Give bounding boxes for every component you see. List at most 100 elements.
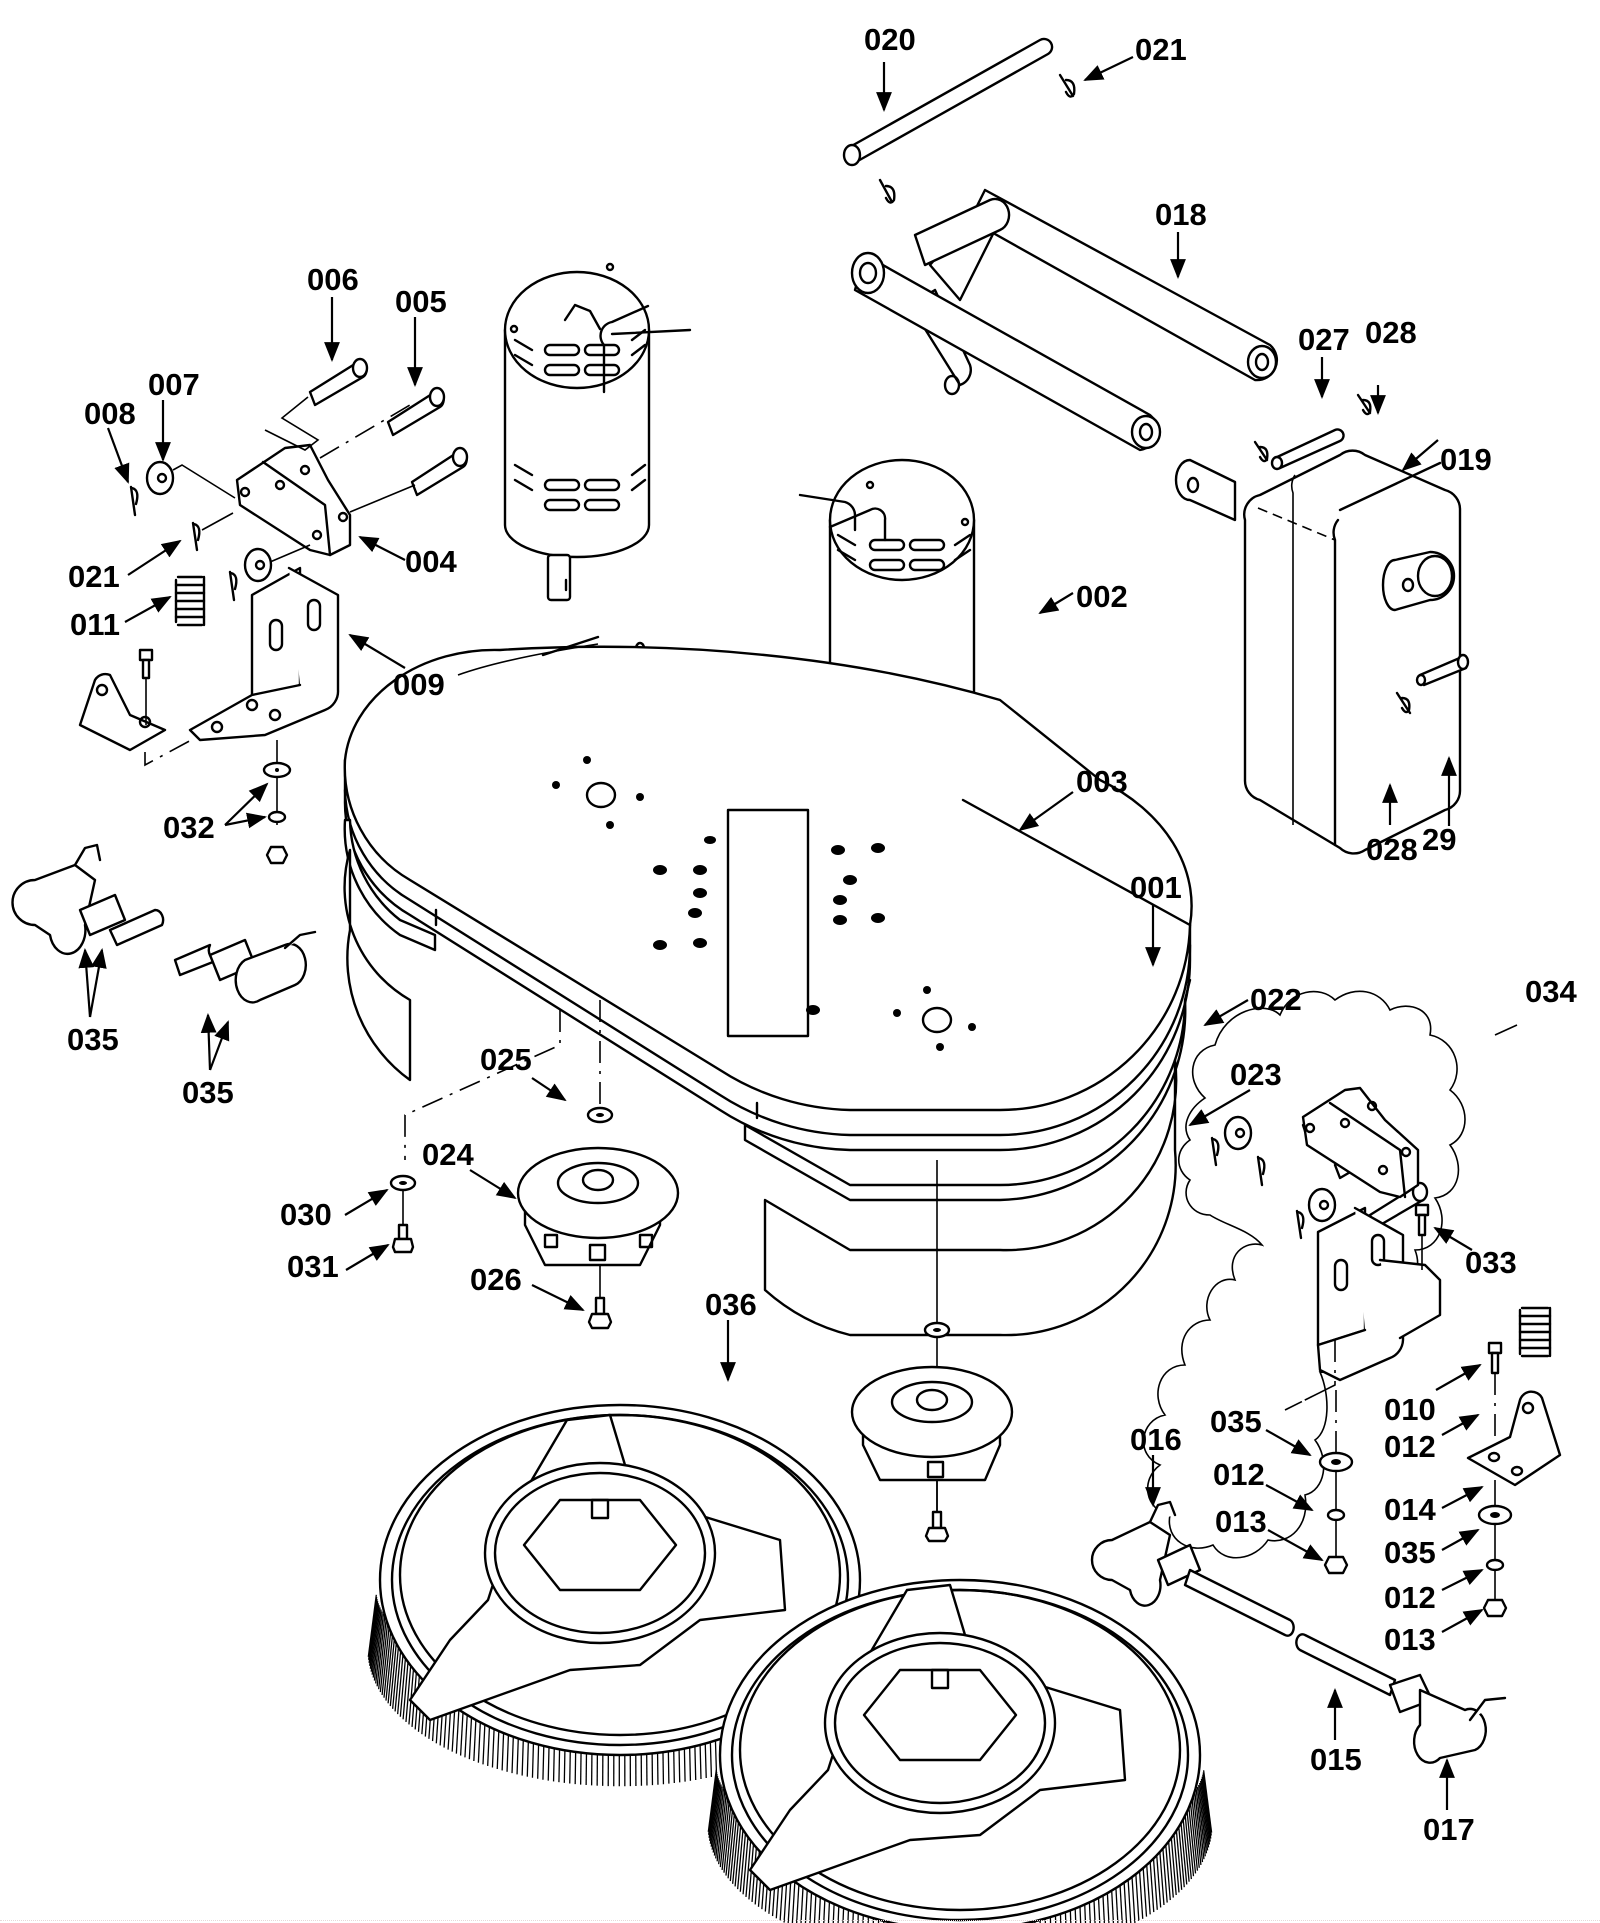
washer-030 — [389, 1174, 417, 1225]
bristle — [709, 1776, 719, 1841]
bristle — [725, 1800, 735, 1876]
callout-030: 030 — [280, 1197, 332, 1232]
callout-014: 014 — [1384, 1492, 1436, 1527]
callout-028: 028 — [1366, 832, 1418, 867]
bristle — [713, 1786, 723, 1856]
bristle — [383, 1623, 393, 1698]
deck-holes — [552, 756, 976, 1051]
washer-stack-left — [1284, 1340, 1354, 1575]
rod-end-left — [11, 843, 165, 956]
bristle — [378, 1617, 387, 1690]
page-bottom-rule — [0, 1920, 1600, 1921]
lift-linkage-arm-018 — [850, 188, 1279, 452]
deck-plate-001 — [343, 635, 1193, 1152]
compression-spring — [1518, 1306, 1552, 1358]
clevis-pin-005 — [386, 386, 446, 437]
rod-end-016 — [1090, 1500, 1202, 1607]
washer-stack-right — [1477, 1480, 1513, 1618]
bristle — [369, 1601, 379, 1666]
hairpin-clip — [878, 178, 896, 204]
bristle — [1200, 1778, 1211, 1845]
callout-020: 020 — [864, 22, 916, 57]
bristle — [373, 1611, 383, 1681]
bristle — [369, 1603, 379, 1669]
callout-009: 009 — [393, 667, 445, 702]
linkage-pin-020 — [842, 37, 1054, 167]
bristle — [1201, 1776, 1211, 1842]
callout-035: 035 — [182, 1075, 234, 1110]
adjustment-rod-015 — [1183, 1568, 1397, 1697]
callout-labels: 020 021 018 027 028 019 006 005 007 008 … — [67, 22, 1577, 1847]
bristle — [1199, 1782, 1209, 1851]
bristle — [709, 1778, 719, 1844]
bristle — [719, 1794, 729, 1868]
callout-012: 012 — [1384, 1429, 1436, 1464]
bristle — [372, 1609, 382, 1678]
brush-motor-left — [503, 262, 692, 602]
callout-036: 036 — [705, 1287, 757, 1322]
bristle — [1189, 1797, 1199, 1871]
hex-bolt-010 — [1487, 1341, 1503, 1458]
callout-016: 016 — [1130, 1422, 1182, 1457]
callout-011: 011 — [70, 607, 120, 642]
scrub-brush-036-left — [367, 1403, 873, 1787]
washer-032 — [262, 740, 292, 865]
clevis-pin-006 — [308, 357, 369, 407]
pivot-bracket-004 — [235, 396, 416, 557]
compression-spring-011 — [174, 575, 206, 627]
clevis-pin-29 — [1415, 653, 1470, 687]
pivot-bracket-assembly-034 — [1142, 990, 1466, 1559]
callout-008: 008 — [84, 396, 136, 431]
bristle — [371, 1607, 381, 1675]
hairpin-clip-028 — [1253, 393, 1412, 715]
motor-vent-slots — [513, 328, 647, 512]
callout-035: 035 — [67, 1022, 119, 1057]
bristle — [1187, 1799, 1197, 1874]
rod-end-right — [173, 930, 317, 1004]
callout-033: 033 — [1465, 1245, 1517, 1280]
callout-026: 026 — [470, 1262, 522, 1297]
bristle — [718, 1792, 727, 1865]
callout-002: 002 — [1076, 579, 1128, 614]
callout-006: 006 — [307, 262, 359, 297]
callout-035: 035 — [1384, 1535, 1436, 1570]
callout-019: 019 — [1440, 442, 1492, 477]
bristle — [370, 1605, 380, 1672]
callout-035: 035 — [1210, 1404, 1262, 1439]
callout-018: 018 — [1155, 197, 1207, 232]
bristle — [368, 1596, 378, 1660]
callout-001: 001 — [1130, 870, 1182, 905]
callout-027: 027 — [1298, 322, 1350, 357]
bristle — [375, 1613, 385, 1684]
bristle — [1196, 1787, 1206, 1857]
callout-012: 012 — [1213, 1457, 1265, 1492]
hairpin-clip-021-left — [191, 512, 311, 602]
mounting-bracket-009 — [188, 566, 340, 742]
bristle — [711, 1782, 721, 1850]
bristle — [708, 1771, 718, 1835]
bristle — [1192, 1793, 1202, 1866]
bristle — [716, 1790, 726, 1862]
callout-013: 013 — [1384, 1622, 1436, 1657]
callout-012: 012 — [1384, 1580, 1436, 1615]
callout-010: 010 — [1384, 1392, 1436, 1427]
rod-end-017 — [1388, 1673, 1507, 1764]
bristle — [1194, 1791, 1204, 1863]
angle-bracket-014 — [1466, 1390, 1562, 1487]
scrub-brush-036-right — [707, 1578, 1213, 1923]
clevis-pin — [410, 446, 469, 497]
callout-034: 034 — [1525, 974, 1577, 1009]
bristle — [376, 1615, 386, 1687]
bristle — [708, 1773, 718, 1838]
callout-013: 013 — [1215, 1504, 1267, 1539]
callout-004: 004 — [405, 544, 457, 579]
bristle — [1198, 1784, 1208, 1854]
bristle — [721, 1796, 731, 1870]
callout-028: 028 — [1365, 315, 1417, 350]
flat-washer-007 — [145, 460, 236, 499]
hairpin-clip-021 — [1058, 73, 1076, 98]
callout-29: 29 — [1422, 822, 1456, 857]
brush-hub-right — [850, 1321, 1014, 1543]
bristle — [381, 1621, 391, 1695]
